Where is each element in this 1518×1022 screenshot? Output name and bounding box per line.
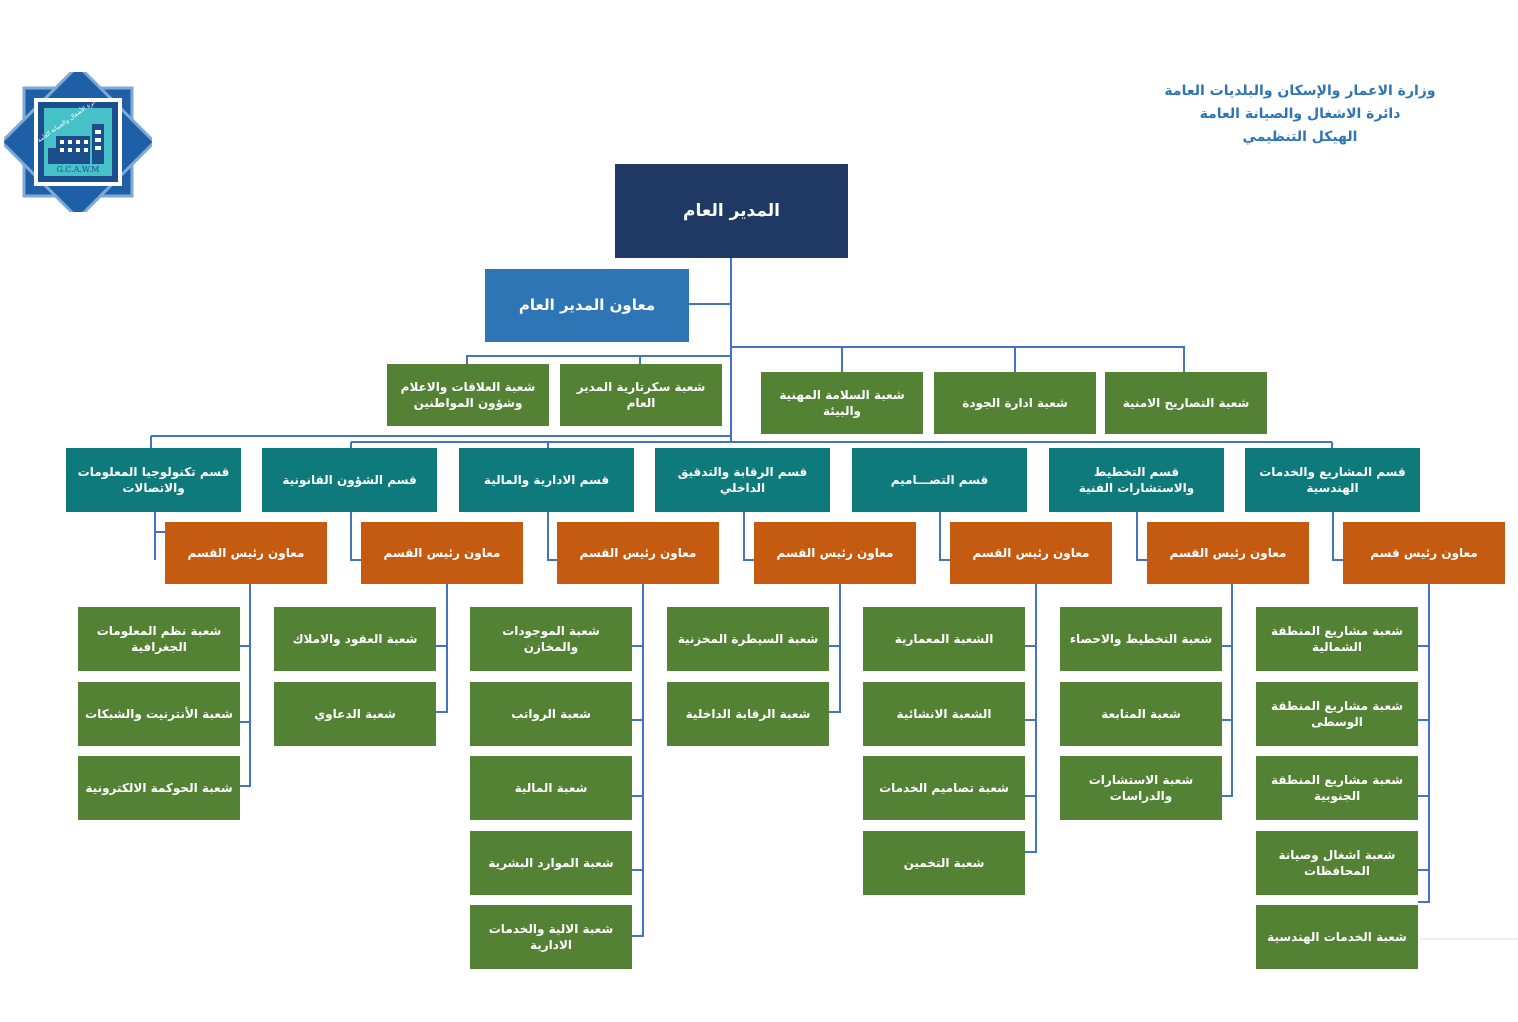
branch-dg-secretariat: شعبة سكرتارية المدير العام	[560, 364, 722, 426]
section-audit: قسم الرقابة والتدقيق الداخلي	[655, 448, 830, 512]
branch-engineering-services: شعبة الخدمات الهندسية	[1256, 905, 1418, 969]
section-legal: قسم الشؤون القانونية	[262, 448, 437, 512]
section-planning: قسم التخطيط والاستشارات الفنية	[1049, 448, 1224, 512]
branch-services-design: شعبة تصاميم الخدمات	[863, 756, 1025, 820]
branch-internet-networks: شعبة الأنترنيت والشبكات	[78, 682, 240, 746]
ministry-header: وزارة الاعمار والإسكان والبلديات العامة …	[1130, 80, 1470, 149]
branch-contracts-properties: شعبة العقود والاملاك	[274, 607, 436, 671]
branch-lawsuits: شعبة الدعاوي	[274, 682, 436, 746]
assistant-head-audit: معاون رئيس القسم	[754, 522, 916, 584]
branch-planning-statistics: شعبة التخطيط والاحصاء	[1060, 607, 1222, 671]
organization-logo: دائرة الأشغال والصيانة العامة G.C.A.W.M	[4, 72, 152, 212]
branch-occupational-safety: شعبة السلامة المهنية والبيئة	[761, 372, 923, 434]
branch-governorates-works: شعبة اشغال وصيانة المحافظات	[1256, 831, 1418, 895]
branch-consultations-studies: شعبة الاستشارات والدراسات	[1060, 756, 1222, 820]
branch-security-permits: شعبة التصاريح الامنية	[1105, 372, 1267, 434]
assistant-head-planning: معاون رئيس القسم	[1147, 522, 1309, 584]
branch-vehicles-admin-services: شعبة الالية والخدمات الادارية	[470, 905, 632, 969]
section-designs: قسم التصـــاميم	[852, 448, 1027, 512]
branch-quality-management: شعبة ادارة الجودة	[934, 372, 1096, 434]
branch-inventory-control: شعبة السيطرة المخزنية	[667, 607, 829, 671]
section-projects: قسم المشاريع والخدمات الهندسية	[1245, 448, 1420, 512]
assistant-head-it: معاون رئيس القسم	[165, 522, 327, 584]
branch-structural: الشعبة الانشائية	[863, 682, 1025, 746]
branch-southern-projects: شعبة مشاريع المنطقة الجنوبية	[1256, 756, 1418, 820]
deputy-director-box: معاون المدير العام	[485, 269, 689, 342]
branch-northern-projects: شعبة مشاريع المنطقة الشمالية	[1256, 607, 1418, 671]
branch-gis: شعبة نظم المعلومات الجغرافية	[78, 607, 240, 671]
logo-text: G.C.A.W.M	[57, 165, 100, 174]
director-general-box: المدير العام	[615, 164, 848, 258]
assistant-head-designs: معاون رئيس القسم	[950, 522, 1112, 584]
branch-assets-stores: شعبة الموجودات والمخازن	[470, 607, 632, 671]
directorate-name: دائرة الاشغال والصيانة العامة	[1199, 106, 1401, 122]
assistant-head-admin: معاون رئيس القسم	[557, 522, 719, 584]
branch-central-projects: شعبة مشاريع المنطقة الوسطى	[1256, 682, 1418, 746]
assistant-head-legal: معاون رئيس القسم	[361, 522, 523, 584]
branch-architectural: الشعبة المعمارية	[863, 607, 1025, 671]
branch-e-governance: شعبة الحوكمة الالكترونية	[78, 756, 240, 820]
branch-estimation: شعبة التخمين	[863, 831, 1025, 895]
ministry-name: وزارة الاعمار والإسكان والبلديات العامة	[1164, 83, 1436, 99]
section-it: قسم تكنولوجيا المعلومات والاتصالات	[66, 448, 241, 512]
chart-title: الهيكل التنظيمي	[1242, 129, 1358, 145]
branch-follow-up: شعبة المتابعة	[1060, 682, 1222, 746]
branch-public-relations: شعبة العلاقات والاعلام وشؤون المواطنين	[387, 364, 549, 426]
assistant-head-projects: معاون رئيس قسم	[1343, 522, 1505, 584]
branch-finance: شعبة المالية	[470, 756, 632, 820]
branch-internal-audit: شعبة الرقابة الداخلية	[667, 682, 829, 746]
branch-salaries: شعبة الرواتب	[470, 682, 632, 746]
branch-human-resources: شعبة الموارد البشرية	[470, 831, 632, 895]
section-admin-finance: قسم الادارية والمالية	[459, 448, 634, 512]
